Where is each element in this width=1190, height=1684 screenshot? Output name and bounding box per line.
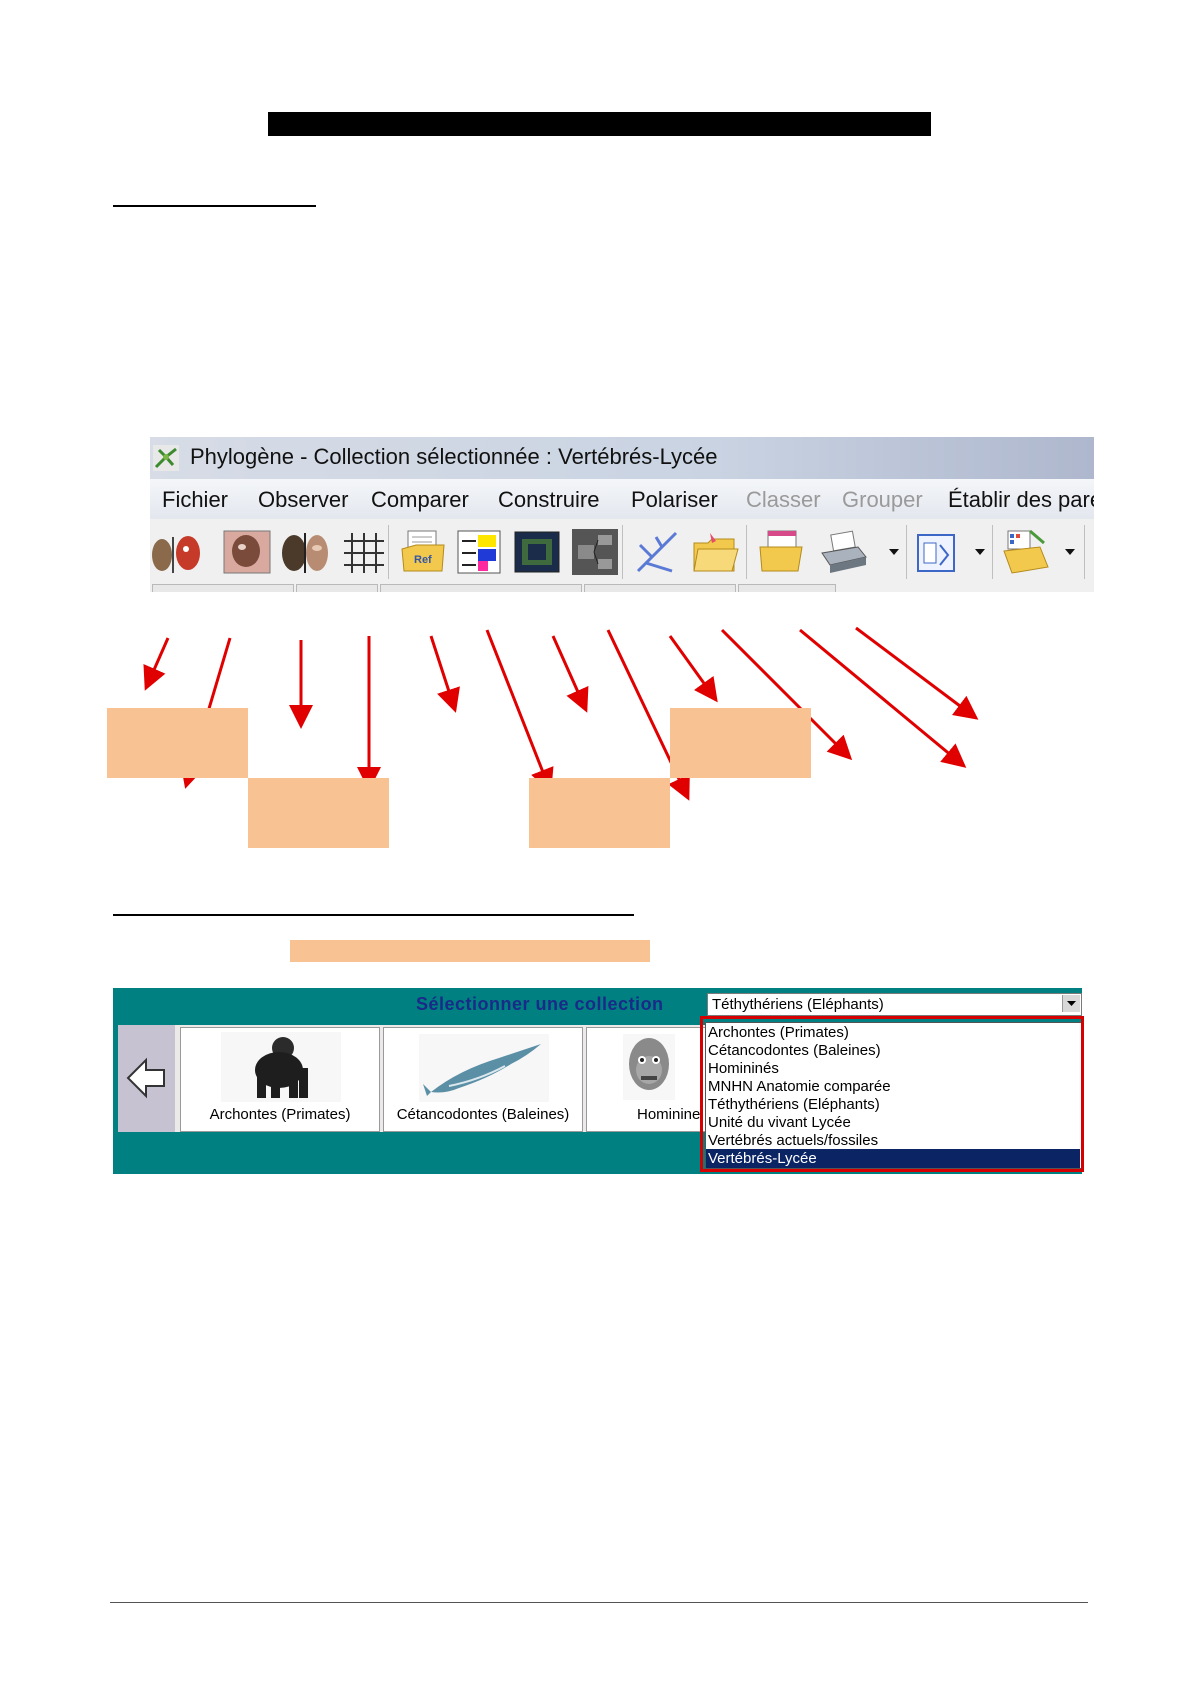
compare-faces-icon[interactable] [280,527,330,577]
menu-polariser[interactable]: Polariser [631,487,718,512]
color-matrix-icon[interactable] [454,527,504,577]
window-title-bar: Phylogène - Collection sélectionnée : Ve… [150,437,1094,479]
toolbar-separator [906,525,907,579]
footer-rule [110,1602,1088,1603]
label-blank [107,708,248,778]
collection-select[interactable]: Téthythériens (Eléphants) [707,993,1082,1016]
status-segment [380,584,582,592]
svg-text:Ref: Ref [414,554,432,566]
copy-icon[interactable] [912,527,962,577]
label-blank [529,778,670,848]
copy-dropdown-icon[interactable] [974,547,986,557]
highlight-frame [700,1016,1084,1172]
dropdown-option-selected[interactable]: Vertébrés-Lycée [706,1149,1080,1168]
gorilla-icon [221,1032,341,1102]
toolbar: Ref [150,519,1094,592]
menu-bar: Fichier Observer Comparer Construire Pol… [150,479,1094,520]
highlight-blank [290,940,650,962]
menu-classer[interactable]: Classer [746,487,821,512]
collection-card-label: Cétancodontes (Baleines) [396,1106,570,1123]
toolbar-separator [622,525,623,579]
label-blank [248,778,389,848]
arrow [485,629,554,793]
arrow [855,626,979,720]
dropdown-option[interactable]: Unité du vivant Lycée [708,1114,851,1131]
toolbar-separator [746,525,747,579]
dropdown-option[interactable]: Archontes (Primates) [708,1024,849,1041]
arrow [429,635,460,713]
menu-fichier[interactable]: Fichier [162,487,229,512]
cladogram-icon[interactable] [632,527,682,577]
whale-icon [419,1034,549,1102]
collection-card[interactable]: Archontes (Primates) [180,1027,380,1132]
frame-view-icon[interactable] [512,527,562,577]
window-title: Phylogène - Collection sélectionnée : Ve… [190,444,718,469]
export-dropdown-icon[interactable] [1064,547,1076,557]
arrow [143,637,170,691]
previous-button[interactable] [118,1025,175,1132]
collection-panel-screenshot: Sélectionner une collection Téthythérien… [113,988,1084,1174]
dropdown-option[interactable]: Téthythériens (Eléphants) [708,1096,880,1113]
hominid-icon [623,1034,675,1100]
status-segment [738,584,836,592]
matrix-grid-icon[interactable] [338,527,388,577]
open-folder-icon[interactable] [690,527,740,577]
arrow [551,635,589,713]
arrow [668,635,718,703]
export-icon[interactable] [1000,527,1050,577]
print-icon[interactable] [818,527,868,577]
collection-card[interactable]: Cétancodontes (Baleines) [383,1027,583,1132]
arrow [799,628,967,768]
section-underline [113,914,634,916]
chevron-down-icon[interactable] [1062,995,1080,1012]
menu-observer[interactable]: Observer [258,487,349,512]
observe-icon[interactable] [150,527,202,577]
status-segment [296,584,378,592]
collection-dropdown-list: Archontes (Primates) Cétancodontes (Bale… [705,1022,1083,1169]
compare-photos-icon[interactable] [222,527,272,577]
menu-construire[interactable]: Construire [498,487,600,512]
menu-grouper[interactable]: Grouper [842,487,923,512]
collection-header-label: Sélectionner une collection [416,994,664,1014]
arrow-left-icon [126,1057,165,1099]
arrow [720,628,853,761]
dropdown-option[interactable]: Vertébrés actuels/fossiles [708,1132,879,1149]
toolbar-separator [992,525,993,579]
dropdown-option[interactable]: Homininés [708,1060,779,1077]
section-underline [113,205,316,207]
label-blank [670,708,811,778]
tree-diagram-icon[interactable] [570,527,620,577]
toolbar-separator [388,525,389,579]
toolbar-separator [1084,525,1085,579]
reference-folder-icon[interactable]: Ref [398,527,448,577]
app-window-screenshot: Phylogène - Collection sélectionnée : Ve… [150,437,1094,592]
open-collection-icon[interactable] [756,527,806,577]
collection-card[interactable]: Hominine [586,1027,718,1132]
status-segment [152,584,294,592]
title-bar-redacted [268,112,931,136]
status-segment [584,584,736,592]
collection-select-value: Téthythériens (Eléphants) [712,996,884,1013]
print-dropdown-icon[interactable] [888,547,900,557]
dropdown-option[interactable]: Cétancodontes (Baleines) [708,1042,881,1059]
collection-card-label: Archontes (Primates) [209,1106,351,1123]
dropdown-option[interactable]: MNHN Anatomie comparée [708,1078,891,1095]
menu-etablir[interactable]: Établir des pare [948,487,1094,512]
menu-comparer[interactable]: Comparer [371,487,469,512]
collection-card-label: Hominine [637,1106,701,1123]
phylogene-app-icon [153,445,179,471]
